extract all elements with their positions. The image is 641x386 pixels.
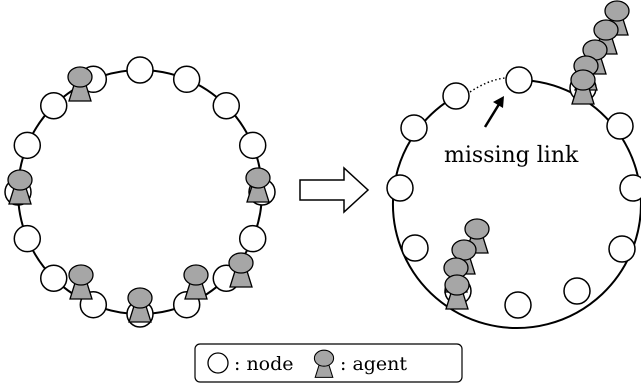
- legend: : node : agent: [194, 343, 463, 383]
- ring-edge-right: [391, 79, 641, 329]
- agent-icon: [228, 252, 254, 288]
- agent-icon: [67, 66, 93, 102]
- node-icon: [126, 56, 154, 84]
- node-icon: [563, 277, 591, 305]
- node-icon: [39, 91, 68, 120]
- agent-icon: [127, 287, 153, 323]
- node-icon: [505, 66, 533, 94]
- agent-icon: [183, 264, 209, 300]
- node-icon: [212, 91, 241, 120]
- legend-node-label: : node: [234, 353, 294, 375]
- node-icon: [401, 234, 429, 262]
- node-icon: [386, 174, 414, 202]
- missing-link-pointer-arrow: [483, 100, 503, 128]
- legend-agent-label: : agent: [340, 353, 407, 375]
- node-icon: [13, 131, 42, 160]
- agent-icon: [68, 264, 94, 300]
- legend-agent-icon: [313, 349, 335, 378]
- legend-node-icon: [207, 352, 229, 374]
- node-icon: [606, 112, 634, 140]
- final-ring: missing link: [386, 0, 641, 329]
- missing-link-pointer-head: [493, 96, 504, 108]
- node-icon: [608, 235, 636, 263]
- missing-link-edge: [469, 77, 506, 93]
- node-icon: [172, 65, 201, 94]
- agent-icon: [7, 169, 33, 205]
- agent-icon: [444, 274, 470, 310]
- transition-arrow-icon: [299, 166, 370, 214]
- agent-icon: [245, 167, 271, 203]
- node-icon: [400, 114, 428, 142]
- node-icon: [13, 224, 42, 253]
- node-icon: [238, 131, 267, 160]
- initial-ring: [4, 56, 276, 328]
- node-icon: [504, 291, 532, 319]
- node-icon: [39, 264, 68, 293]
- agent-icon: [570, 69, 596, 105]
- node-icon: [238, 224, 267, 253]
- right-ring-nodes: [386, 66, 641, 319]
- missing-link-label: missing link: [444, 143, 579, 168]
- node-icon: [619, 174, 641, 202]
- node-icon: [442, 82, 470, 110]
